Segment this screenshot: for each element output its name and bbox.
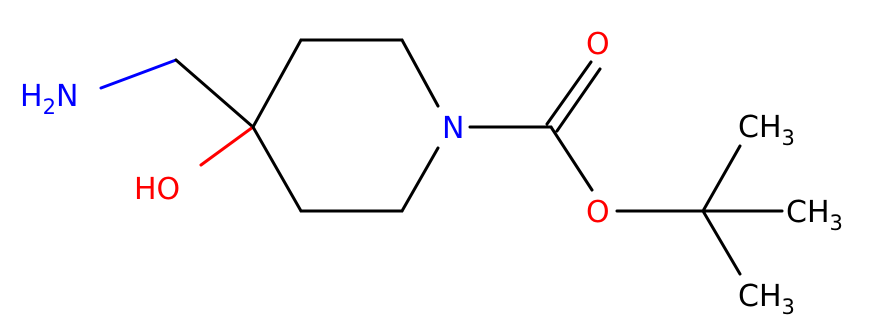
methyl-bottom-label: CH3 <box>738 279 795 319</box>
bonds <box>99 38 784 276</box>
atom-labels: H2N HO N O O CH3 CH3 CH3 <box>20 27 843 319</box>
ring-nitrogen-label: N <box>442 111 464 146</box>
methyl-top-label: CH3 <box>738 110 795 150</box>
bond-ch2-c4 <box>174 58 255 129</box>
bond-carbonyl-ester-o <box>549 125 594 192</box>
bond-c5-c4 <box>251 125 303 213</box>
methyl-right-label: CH3 <box>786 195 843 235</box>
carbonyl-oxygen-label: O <box>586 27 610 62</box>
bond-c2-n <box>400 38 440 108</box>
amine-label: H2N <box>20 79 78 119</box>
bond-c4-oh <box>199 125 255 167</box>
bond-tbutyl-methyl-top <box>701 144 742 213</box>
bond-n-c6 <box>400 146 440 213</box>
ester-oxygen-label: O <box>586 195 610 230</box>
bond-nh2-ch2 <box>99 58 178 90</box>
bond-carbonyl-double-b <box>555 67 602 133</box>
bond-tbutyl-methyl-bottom <box>701 209 742 276</box>
bond-c4-c3 <box>251 38 303 129</box>
bond-carbonyl-double-a <box>545 60 593 126</box>
hydroxyl-label: HO <box>134 172 180 207</box>
